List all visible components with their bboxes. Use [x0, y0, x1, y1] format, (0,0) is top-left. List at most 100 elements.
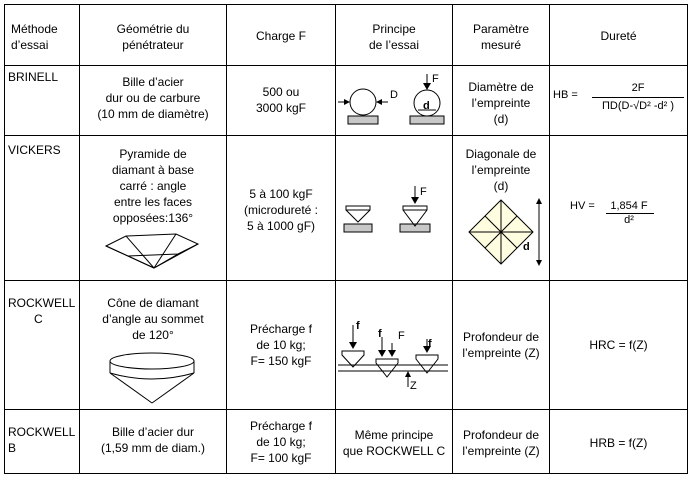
rockwell-c-principle-diagram: f f F f Z: [338, 320, 448, 392]
brinell-charge: 500 ou 3000 kgF: [226, 65, 336, 136]
rockwell-b-charge-l2: de 10 kg;: [256, 435, 306, 449]
brinell-arrowhead-right: [376, 99, 382, 105]
header-principe-l1: Principe: [372, 22, 416, 36]
brinell-geometry-l3: (10 mm de diamètre): [97, 107, 209, 121]
vickers-label-d: d: [523, 241, 530, 253]
brinell-base-right: [409, 115, 445, 125]
vickers-indenter-right: [402, 205, 428, 227]
vickers-imprint-diagram: d: [468, 198, 542, 266]
rockwell-c-method: ROCKWELL C: [4, 280, 80, 410]
rockwell-b-principle-l2: que ROCKWELL C: [342, 444, 446, 458]
vickers-base-right: [399, 223, 431, 233]
row-vickers: VICKERS Pyramide de diamant à base carré…: [4, 135, 688, 281]
vickers-method: VICKERS: [4, 135, 80, 281]
row-rockwell-b: ROCKWELL B Bille d’acier dur (1,59 mm de…: [4, 409, 688, 474]
vickers-dimension-arrow-top: [536, 198, 542, 204]
rockwell-c-formula-text: HRC = f(Z): [589, 338, 648, 352]
vickers-principle-diagram: F: [343, 186, 431, 233]
header-methode: Méthode d’essai: [4, 4, 80, 66]
rockwell-c-cone-rim: [109, 372, 195, 380]
rockwell-b-parameter-l2: l’empreinte (Z): [462, 444, 540, 458]
rockwell-c-parameter: Profondeur de l’empreinte (Z): [452, 280, 550, 410]
brinell-geometry-l1: Bille d’acier: [122, 75, 184, 89]
header-charge: Charge F: [226, 4, 336, 66]
brinell-arrowhead-left: [344, 99, 350, 105]
vickers-geometry-l5: opposées:136°: [112, 211, 194, 225]
vickers-edge-3: [127, 255, 155, 269]
brinell-base-left: [347, 115, 379, 125]
brinell-charge-l1: 500 ou: [262, 85, 300, 99]
vickers-charge: 5 à 100 kgF (microdureté : 5 à 1000 gF): [226, 135, 336, 281]
brinell-geometry: Bille d’acier dur ou de carbure (10 mm d…: [79, 65, 227, 136]
rockwell-c-cone-edge-right: [151, 372, 195, 404]
brinell-force-arrowhead: [423, 83, 431, 90]
rockwell-c-geometry-l2: d’angle au sommet: [102, 312, 204, 326]
rockwell-c-arrowhead-f2: [378, 350, 386, 357]
rockwell-c-indenter-2: [375, 358, 399, 378]
vickers-imprint-diag-b: [484, 215, 518, 249]
rockwell-c-geometry-l3: de 120°: [132, 328, 174, 342]
rockwell-c-principle: f f F f Z: [335, 280, 453, 410]
vickers-fraction-bar: [606, 213, 654, 214]
rockwell-b-method-l1: ROCKWELL: [8, 425, 76, 439]
header-row: Méthode d’essai Géométrie du pénétrateur…: [4, 4, 688, 66]
rockwell-c-cone-top: [109, 352, 195, 370]
brinell-formula-denominator: ΠD(D-√D² -d² ): [601, 100, 675, 112]
vickers-method-label: VICKERS: [8, 143, 61, 157]
brinell-formula-numerator: 2F: [631, 82, 645, 94]
vickers-edge-6: [153, 233, 177, 269]
vickers-formula: HV = 1,854 F d²: [549, 135, 688, 281]
vickers-charge-l3: 5 à 1000 gF): [246, 219, 316, 233]
rockwell-b-charge-l1: Précharge f: [249, 419, 313, 433]
vickers-parameter-l3: (d): [493, 179, 509, 193]
rockwell-c-label-F: F: [398, 330, 405, 342]
header-durete: Dureté: [549, 4, 688, 66]
rockwell-c-arrowhead-f3: [423, 346, 431, 353]
rockwell-c-arrowhead-F: [388, 350, 396, 357]
rockwell-c-geometry: Cône de diamant d’angle au sommet de 120…: [79, 280, 227, 410]
rockwell-b-formula-text: HRB = f(Z): [589, 436, 648, 450]
brinell-label-d: d: [423, 100, 430, 112]
brinell-principle-diagram: D F d: [338, 73, 445, 125]
brinell-ball-left: [349, 88, 377, 116]
vickers-dimension-arrow-bottom: [536, 260, 542, 266]
vickers-base-left: [343, 223, 373, 233]
brinell-formula: HB = 2F ΠD(D-√D² -d² ): [549, 65, 688, 136]
header-parametre: Paramètre mesuré: [452, 4, 550, 66]
rockwell-c-depth-arrowhead: [405, 371, 411, 377]
brinell-parameter-l1: Diamètre de: [468, 80, 534, 94]
header-charge-label: Charge F: [255, 29, 307, 43]
vickers-edge-5: [125, 235, 155, 269]
rockwell-c-label-f3: f: [428, 338, 432, 350]
rockwell-c-formula: HRC = f(Z): [549, 280, 688, 410]
vickers-geometry-l1: Pyramide de: [119, 147, 187, 161]
brinell-parameter-l2: l’empreinte: [471, 96, 531, 110]
vickers-pyramid-drawing: [104, 233, 200, 269]
rockwell-b-principle: Même principe que ROCKWELL C: [335, 409, 453, 474]
vickers-geometry-l3: carré : angle: [119, 179, 187, 193]
vickers-geometry-l4: entre les faces: [113, 195, 193, 209]
rockwell-b-geometry: Bille d’acier dur (1,59 mm de diam.): [79, 409, 227, 474]
vickers-geometry: Pyramide de diamant à base carré : angle…: [79, 135, 227, 281]
header-geometrie: Géométrie du pénétrateur: [79, 4, 227, 66]
rockwell-b-method: ROCKWELL B: [4, 409, 80, 474]
header-geometrie-l2: pénétrateur: [122, 38, 184, 52]
rockwell-c-indenter-3: [415, 354, 439, 374]
vickers-formula-numerator: 1,854 F: [610, 200, 648, 212]
rockwell-c-parameter-l1: Profondeur de: [462, 330, 540, 344]
vickers-charge-l2: (microdureté :: [243, 203, 319, 217]
vickers-indenter-left: [345, 205, 371, 223]
hardness-test-table: Méthode d’essai Géométrie du pénétrateur…: [4, 4, 688, 474]
rockwell-b-geometry-l2: (1,59 mm de diam.): [100, 441, 206, 455]
rockwell-b-charge: Précharge f de 10 kg; F= 100 kgF: [226, 409, 336, 474]
vickers-principle: F: [335, 135, 453, 281]
rockwell-c-charge-l1: Précharge f: [249, 322, 313, 336]
rockwell-c-cone-drawing: [109, 352, 195, 404]
header-parametre-l1: Paramètre: [472, 22, 530, 36]
brinell-fraction-bar: [592, 97, 684, 98]
vickers-force-arrowhead: [411, 197, 419, 204]
rockwell-c-label-f1: f: [356, 320, 360, 332]
rockwell-b-method-l2: B: [8, 441, 17, 455]
rockwell-c-geometry-l1: Cône de diamant: [107, 296, 199, 310]
rockwell-c-charge-l2: de 10 kg;: [256, 338, 306, 352]
